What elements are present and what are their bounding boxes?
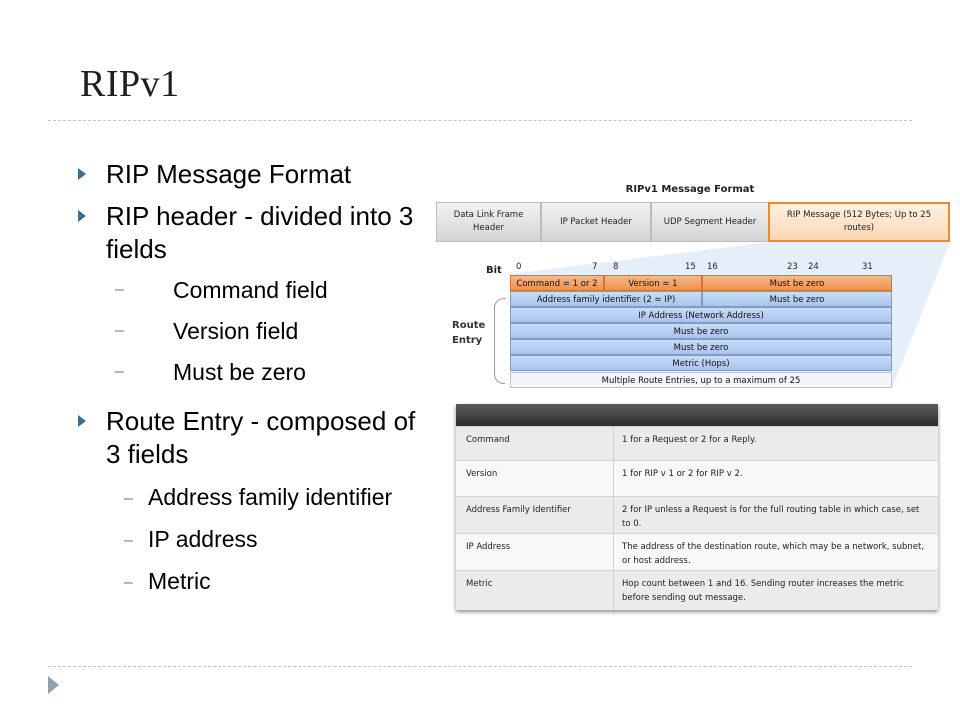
frame-box-ip: IP Packet Header xyxy=(541,202,651,242)
table-cell-field: Command xyxy=(456,427,614,460)
next-slide-arrow-icon[interactable] xyxy=(48,676,59,694)
row-ip-address: IP Address (Network Address) xyxy=(510,307,892,323)
row-must-be-zero: Must be zero xyxy=(510,339,892,355)
table-cell-field: Address Family Identifier xyxy=(456,497,614,533)
table-cell-field: IP Address xyxy=(456,534,614,570)
bullet-text: Route Entry - composed of 3 fields xyxy=(106,406,416,469)
dash-icon: – xyxy=(115,363,124,380)
bullet-text: RIP Message Format xyxy=(106,159,352,189)
table-header-bar xyxy=(456,404,938,426)
bit-number: 31 xyxy=(862,262,873,272)
bullet-triangle-icon xyxy=(78,210,86,222)
sub-bullet-text: Version field xyxy=(173,318,299,344)
bullet-item: RIP header - divided into 3 fields xyxy=(78,200,418,266)
frame-box-datalink: Data Link Frame Header xyxy=(436,202,541,242)
row-command: Command = 1 or 2 xyxy=(510,275,604,291)
dash-icon: – xyxy=(124,490,133,507)
field-description-table: Command 1 for a Request or 2 for a Reply… xyxy=(456,404,938,610)
table-cell-field: Version xyxy=(456,461,614,496)
bit-number: 24 xyxy=(808,262,819,272)
dash-icon: – xyxy=(115,281,124,298)
bullet-triangle-icon xyxy=(78,415,86,427)
bit-number: 8 xyxy=(613,262,619,272)
bullet-list: RIP Message Format RIP header - divided … xyxy=(78,158,418,606)
sub-bullet-text: Must be zero xyxy=(173,359,306,385)
table-row: Version 1 for RIP v 1 or 2 for RIP v 2. xyxy=(456,460,938,496)
bit-number: 16 xyxy=(707,262,718,272)
bullet-text: RIP header - divided into 3 fields xyxy=(106,201,414,264)
row-multiple-entries: Multiple Route Entries, up to a maximum … xyxy=(510,372,892,388)
sub-bullet-item: –Metric xyxy=(78,564,418,598)
table-row: Metric Hop count between 1 and 16. Sendi… xyxy=(456,570,938,610)
sub-bullet-item: – Version field xyxy=(78,316,418,346)
table-cell-field: Metric xyxy=(456,571,614,610)
sub-bullet-text: Command field xyxy=(173,277,328,303)
table-row: Address Family Identifier 2 for IP unles… xyxy=(456,496,938,533)
bit-label: Bit xyxy=(486,265,502,276)
sub-bullet-text: Address family identifier xyxy=(148,484,393,510)
route-label-line: Route xyxy=(452,320,486,331)
table-cell-desc: 2 for IP unless a Request is for the ful… xyxy=(622,505,920,529)
bullet-item: RIP Message Format xyxy=(78,158,418,191)
diagram-title: RIPv1 Message Format xyxy=(625,184,755,195)
row-metric: Metric (Hops) xyxy=(510,355,892,371)
table-row: Command 1 for a Request or 2 for a Reply… xyxy=(456,426,938,460)
row-version: Version = 1 xyxy=(604,275,702,291)
sub-bullet-item: –IP address xyxy=(78,522,418,556)
row-must-be-zero: Must be zero xyxy=(510,323,892,339)
table-cell-desc: 1 for RIP v 1 or 2 for RIP v 2. xyxy=(622,469,743,479)
bullet-item: Route Entry - composed of 3 fields xyxy=(78,405,418,471)
bit-number: 0 xyxy=(516,262,522,272)
table-cell-desc: The address of the destination route, wh… xyxy=(622,542,925,566)
frame-box-udp: UDP Segment Header xyxy=(651,202,769,242)
dash-icon: – xyxy=(124,574,133,591)
route-entry-label: Route Entry xyxy=(452,318,485,348)
row-address-family: Address family identifier (2 = IP) xyxy=(510,291,702,307)
row-must-be-zero: Must be zero xyxy=(702,291,892,307)
dash-icon: – xyxy=(115,322,124,339)
table-cell-desc: 1 for a Request or 2 for a Reply. xyxy=(622,435,757,445)
route-label-line: Entry xyxy=(452,335,483,346)
rip-message-diagram: RIPv1 Message Format Data Link Frame Hea… xyxy=(430,180,950,410)
slide-title: RIPv1 xyxy=(80,63,180,105)
dash-icon: – xyxy=(124,532,133,549)
top-divider xyxy=(48,120,912,121)
bit-number: 7 xyxy=(592,262,598,272)
bit-number: 23 xyxy=(787,262,798,272)
sub-bullet-item: – Must be zero xyxy=(78,357,418,387)
frame-box-rip: RIP Message (512 Bytes; Up to 25 routes) xyxy=(768,202,950,242)
sub-bullet-text: Metric xyxy=(148,568,211,594)
sub-bullet-text: IP address xyxy=(148,526,258,552)
bit-number: 15 xyxy=(685,262,696,272)
row-must-be-zero: Must be zero xyxy=(702,275,892,291)
route-brace xyxy=(494,298,505,384)
table-cell-desc: Hop count between 1 and 16. Sending rout… xyxy=(622,579,904,603)
bullet-triangle-icon xyxy=(78,168,86,180)
sub-bullet-item: –Address family identifier xyxy=(78,480,418,514)
bottom-divider xyxy=(48,666,912,667)
table-row: IP Address The address of the destinatio… xyxy=(456,533,938,570)
sub-bullet-item: – Command field xyxy=(78,275,418,305)
